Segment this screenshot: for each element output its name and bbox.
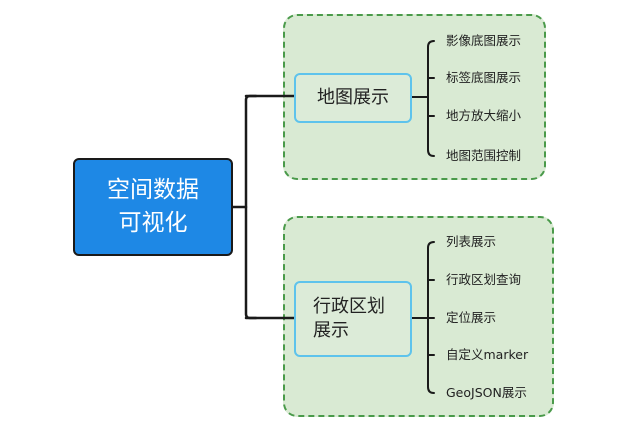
connector-root-branch xyxy=(244,94,258,320)
connector-map-bracket xyxy=(427,40,435,157)
node-admin-display-label-line1: 行政区划 xyxy=(313,296,385,317)
root-label-line1: 空间数据 xyxy=(107,177,199,203)
node-map-display[interactable]: 地图展示 xyxy=(294,73,412,123)
node-admin-display-label-line2: 展示 xyxy=(313,320,349,341)
root-label-line2: 可视化 xyxy=(118,210,188,236)
leaf-geojson-display[interactable]: GeoJSON展示 xyxy=(446,385,527,400)
leaf-list-display[interactable]: 列表展示 xyxy=(446,234,497,249)
leaf-map-zoom[interactable]: 地方放大缩小 xyxy=(446,108,522,123)
leaf-admin-query[interactable]: 行政区划查询 xyxy=(446,272,522,287)
leaf-location-display[interactable]: 定位展示 xyxy=(446,310,497,325)
node-map-display-label: 地图展示 xyxy=(317,87,389,108)
root-node[interactable]: 空间数据 可视化 xyxy=(73,158,233,256)
leaf-custom-marker[interactable]: 自定义marker xyxy=(446,347,529,362)
leaf-map-extent-control[interactable]: 地图范围控制 xyxy=(446,148,522,163)
leaf-imagery-basemap[interactable]: 影像底图展示 xyxy=(446,33,522,48)
node-admin-display[interactable]: 行政区划 展示 xyxy=(294,281,412,357)
leaf-label-basemap[interactable]: 标签底图展示 xyxy=(446,70,522,85)
